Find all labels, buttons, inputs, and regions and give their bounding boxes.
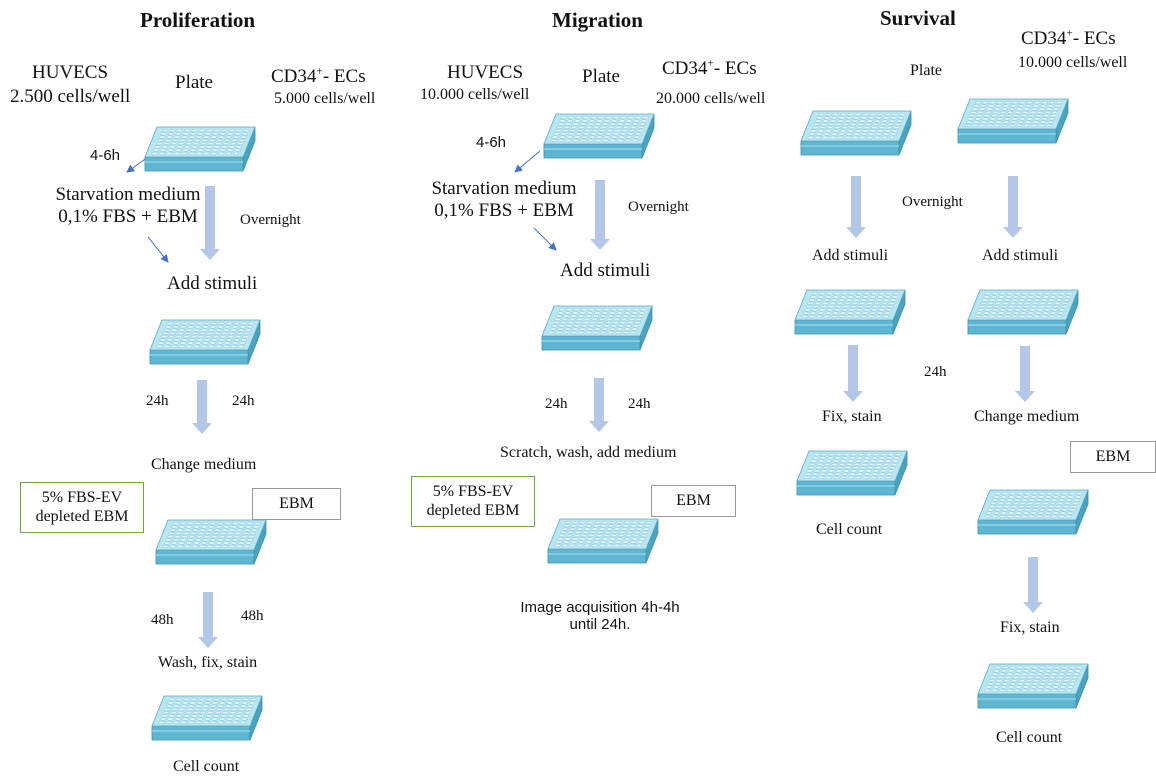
survival-fix-stain-right: Fix, stain: [1000, 619, 1060, 636]
survival-overnight-label: Overnight: [902, 194, 963, 210]
proliferation-wash-fix-stain: Wash, fix, stain: [158, 654, 258, 671]
migration-pointer-to-starvation: [514, 150, 541, 173]
migration-pointer-to-stimuli: [533, 227, 557, 251]
survival-stimuli-plate-left: [793, 288, 909, 340]
multiwell-plate-icon: [977, 663, 1089, 709]
proliferation-overnight-label: Overnight: [240, 212, 301, 228]
survival-change-medium: Change medium: [974, 408, 1080, 425]
survival-cell-count-left: Cell count: [816, 521, 883, 538]
multiwell-plate-icon: [151, 695, 263, 741]
migration-seeded-plate: [542, 112, 658, 164]
multiwell-plate-icon: [144, 126, 256, 172]
migration-final-plate: [546, 517, 662, 569]
proliferation-title: Proliferation: [140, 8, 256, 32]
proliferation-huvecs-density: 2.500 cells/well: [10, 86, 131, 107]
proliferation-24h-left: 24h: [146, 393, 169, 409]
migration-24h-left: 24h: [545, 396, 568, 412]
survival-final-plate-right: [976, 662, 1092, 714]
multiwell-plate-icon: [543, 113, 655, 159]
migration-24h-arrow: [589, 378, 609, 432]
proliferation-48h-left: 48h: [151, 612, 174, 628]
migration-time-first: 4-6h: [476, 134, 507, 151]
survival-seeded-plate-right: [956, 97, 1072, 149]
migration-overnight-arrow: [590, 180, 610, 250]
proliferation-plate-label: Plate: [175, 72, 213, 93]
proliferation-pointer-to-starvation: [126, 156, 149, 173]
proliferation-huvecs-label: HUVECS: [32, 62, 109, 83]
survival-medium-plate-right: [976, 488, 1092, 540]
proliferation-24h-arrow: [192, 380, 212, 434]
proliferation-ebm-box: EBM: [252, 488, 341, 520]
proliferation-overnight-arrow: [200, 186, 220, 260]
proliferation-time-first: 4-6h: [90, 147, 121, 164]
migration-stimuli-plate: [540, 304, 656, 356]
proliferation-stimuli-plate: [148, 318, 264, 370]
survival-24h-label: 24h: [924, 364, 947, 380]
proliferation-final-plate: [150, 694, 266, 746]
multiwell-plate-icon: [957, 98, 1069, 144]
proliferation-24h-right: 24h: [232, 393, 255, 409]
survival-cell-count-right: Cell count: [996, 729, 1063, 746]
migration-overnight-label: Overnight: [628, 199, 689, 215]
multiwell-plate-icon: [541, 305, 653, 351]
survival-24h-arrow-left: [843, 345, 863, 402]
migration-24h-right: 24h: [628, 396, 651, 412]
survival-fix-arrow-right: [1023, 557, 1043, 613]
survival-seeded-plate-left: [799, 109, 915, 161]
multiwell-plate-icon: [796, 450, 908, 496]
migration-cd34-density: 20.000 cells/well: [656, 90, 766, 107]
survival-plate-label: Plate: [910, 62, 942, 79]
survival-cd34-label: CD34+- ECs: [1021, 27, 1116, 49]
migration-huvecs-label: HUVECS: [447, 62, 524, 83]
multiwell-plate-icon: [794, 289, 906, 335]
survival-stimuli-plate-right: [966, 288, 1082, 340]
survival-overnight-arrow-left: [846, 176, 866, 238]
proliferation-pointer-to-stimuli: [147, 236, 169, 263]
migration-add-stimuli: Add stimuli: [560, 260, 651, 281]
proliferation-cell-count: Cell count: [173, 758, 240, 775]
migration-ebm-box: EBM: [651, 485, 736, 517]
multiwell-plate-icon: [800, 110, 912, 156]
proliferation-48h-right: 48h: [241, 608, 264, 624]
migration-cd34-label: CD34+- ECs: [662, 57, 757, 79]
proliferation-48h-arrow: [198, 592, 218, 648]
multiwell-plate-icon: [547, 518, 659, 564]
multiwell-plate-icon: [149, 319, 261, 365]
survival-ebm-box: EBM: [1070, 441, 1156, 473]
proliferation-add-stimuli: Add stimuli: [167, 273, 258, 294]
survival-fix-stain-left: Fix, stain: [822, 408, 882, 425]
survival-add-stimuli-left: Add stimuli: [812, 247, 889, 264]
proliferation-cd34-density: 5.000 cells/well: [274, 90, 376, 107]
multiwell-plate-icon: [155, 519, 267, 565]
migration-huvecs-density: 10.000 cells/well: [420, 86, 530, 103]
survival-add-stimuli-right: Add stimuli: [982, 247, 1059, 264]
migration-title: Migration: [552, 8, 643, 32]
proliferation-cd34-label: CD34+- ECs: [271, 65, 366, 87]
survival-fixed-plate-left: [795, 449, 911, 501]
multiwell-plate-icon: [967, 289, 1079, 335]
survival-cd34-density: 10.000 cells/well: [1018, 54, 1128, 71]
migration-plate-label: Plate: [582, 66, 620, 87]
proliferation-seeded-plate: [143, 125, 259, 177]
survival-24h-arrow-right: [1015, 346, 1035, 402]
multiwell-plate-icon: [977, 489, 1089, 535]
survival-overnight-arrow-right: [1003, 176, 1023, 238]
proliferation-medium-plate: [154, 518, 270, 570]
proliferation-change-medium: Change medium: [151, 456, 257, 473]
survival-title: Survival: [880, 6, 956, 30]
migration-scratch-wash: Scratch, wash, add medium: [500, 444, 677, 461]
